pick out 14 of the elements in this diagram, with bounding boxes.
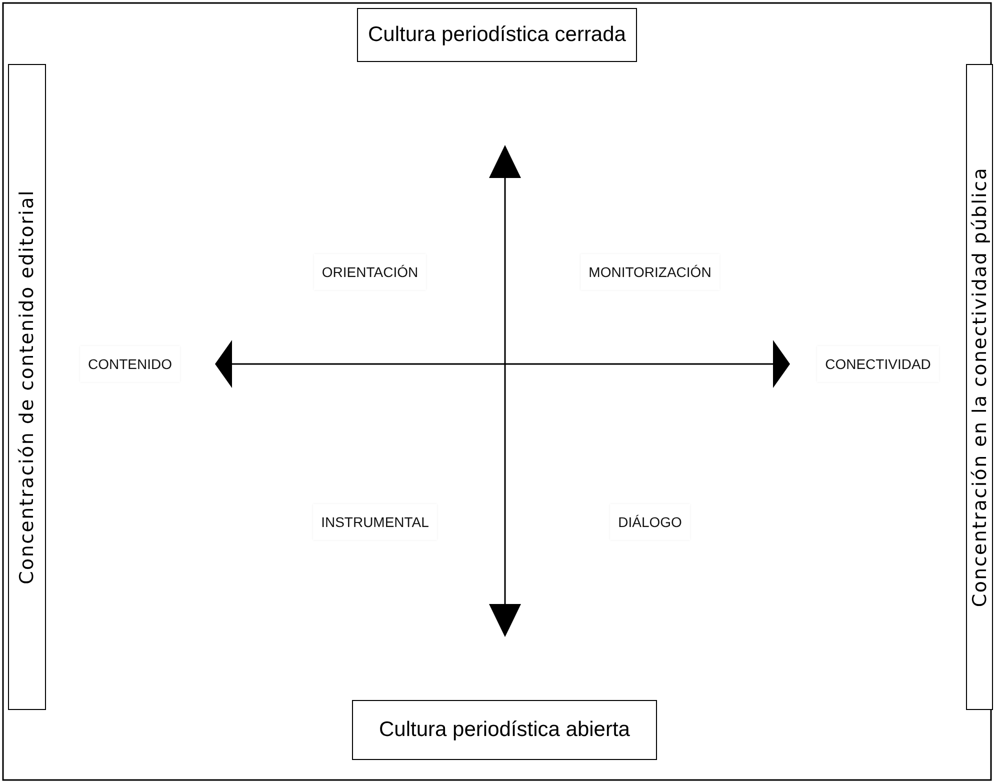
heading-label: Cultura periodística cerrada (368, 23, 626, 47)
side-panel (8, 64, 46, 710)
side-panel (966, 64, 993, 710)
side-panel-label: Concentración de contenido editorial (16, 190, 38, 584)
quadrant-label: DIÁLOGO (610, 504, 690, 540)
quadrant-label: ORIENTACIÓN (314, 254, 426, 290)
side-panel-label: Concentración en la conectividad pública (968, 166, 990, 608)
axis-end-label: CONECTIVIDAD (817, 346, 939, 382)
quadrant-label: MONITORIZACIÓN (580, 254, 720, 290)
quadrant-label: INSTRUMENTAL (313, 504, 437, 540)
axis-end-label: CONTENIDO (80, 346, 180, 382)
heading-box (352, 700, 657, 760)
heading-label: Cultura periodística abierta (379, 718, 630, 742)
heading-box (357, 8, 637, 62)
